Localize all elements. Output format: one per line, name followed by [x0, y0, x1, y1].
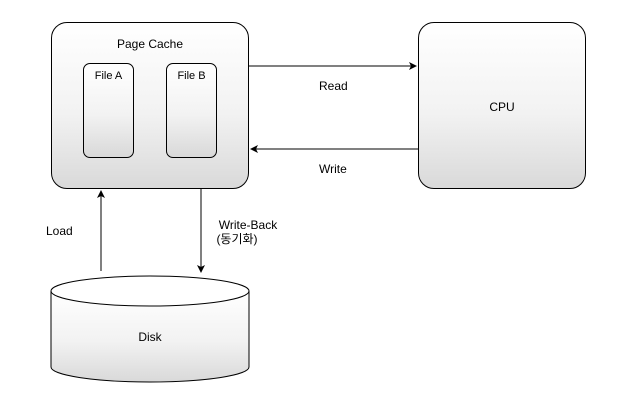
- write-back-label: Write-Back: [218, 218, 278, 232]
- file-a-label: File A: [94, 70, 123, 82]
- disk-cylinder: [50, 275, 250, 383]
- cpu-label: CPU: [489, 100, 515, 114]
- write-label: Write: [319, 162, 347, 176]
- disk-label: Disk: [138, 330, 162, 344]
- write-back-sub-label: (동기화): [216, 232, 258, 246]
- load-label: Load: [46, 224, 73, 238]
- read-label: Read: [319, 79, 348, 93]
- file-b-box: [166, 63, 217, 158]
- page-cache-label: Page Cache: [116, 37, 184, 51]
- cpu-box: [418, 22, 586, 189]
- file-a-box: [83, 63, 134, 158]
- file-b-label: File B: [177, 70, 206, 82]
